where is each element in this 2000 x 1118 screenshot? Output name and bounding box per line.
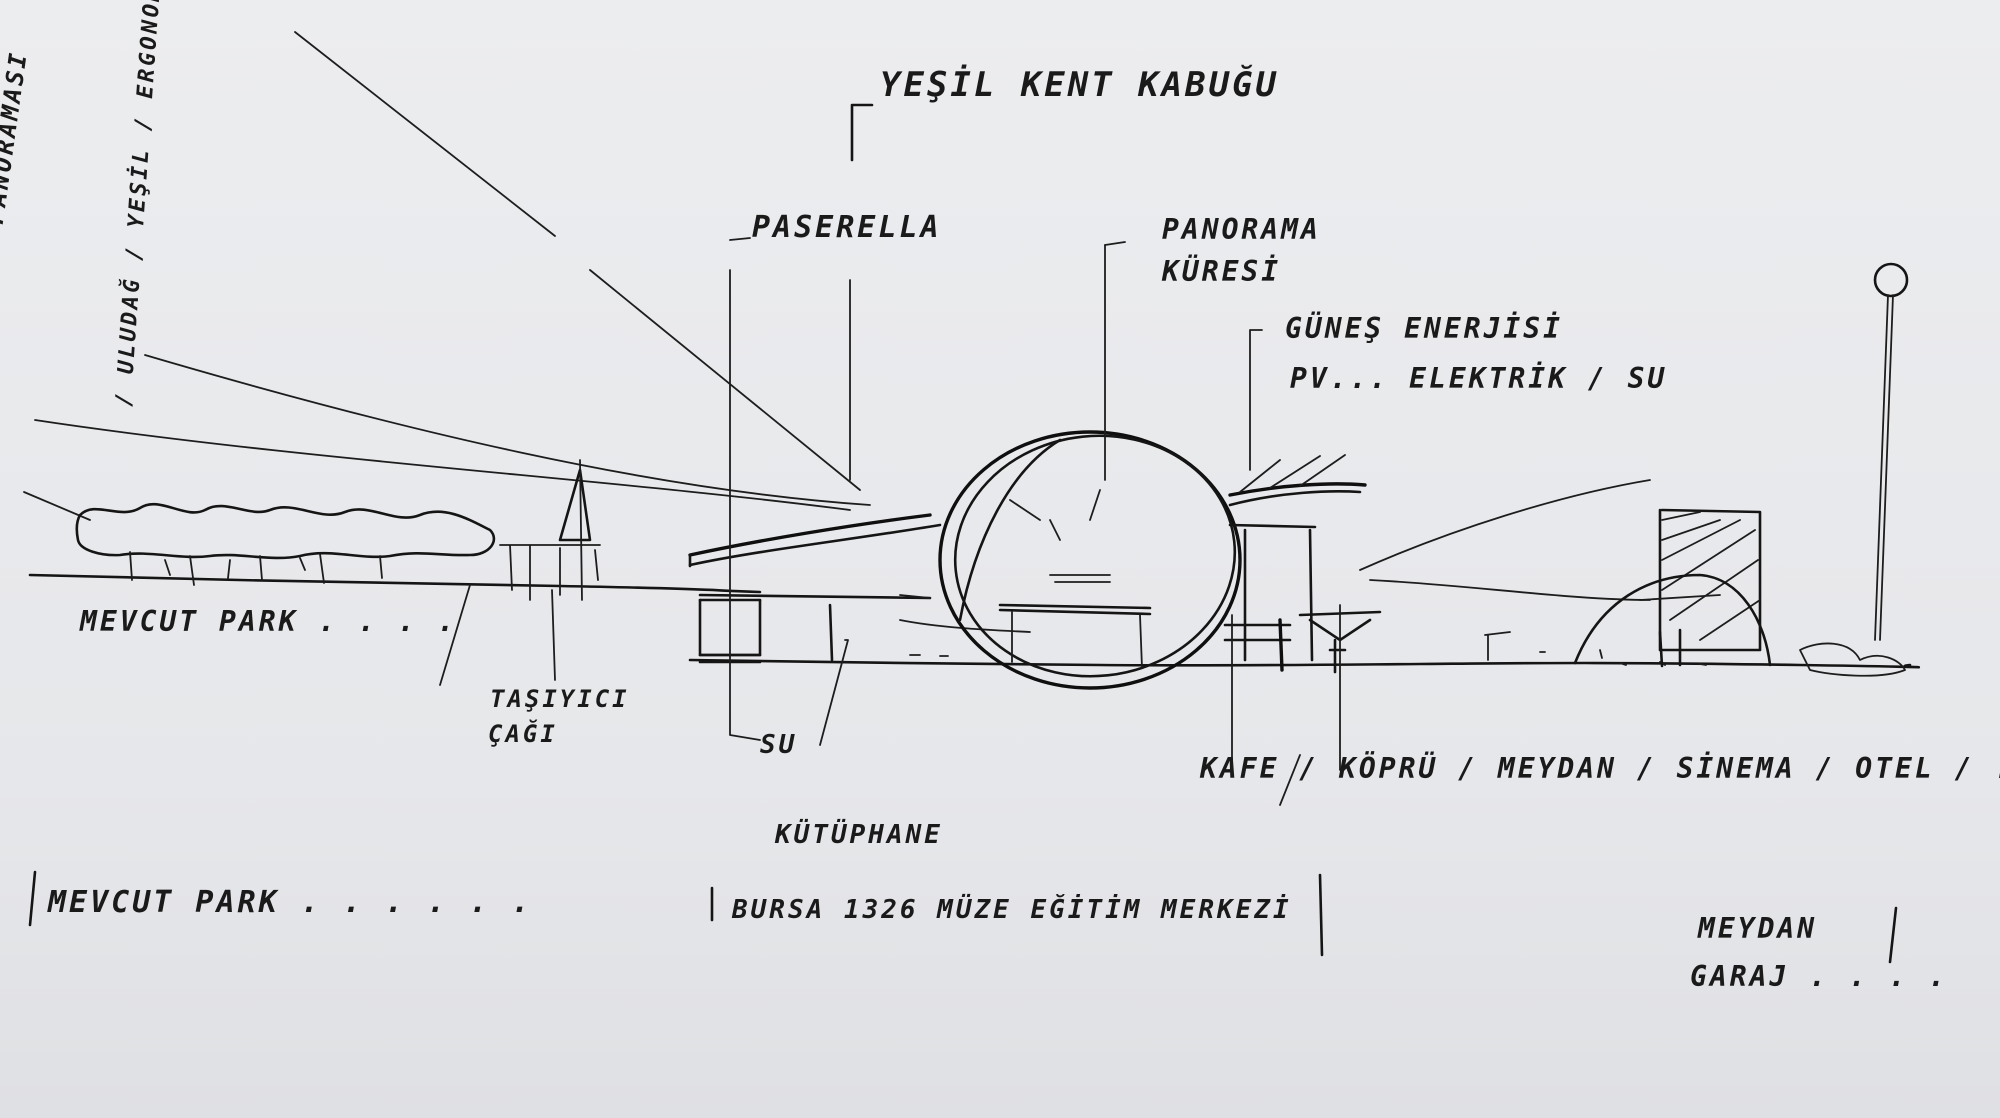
kutuphane-label: KÜTÜPHANE <box>775 820 943 850</box>
spire-structure <box>439 459 601 686</box>
panorama-sphere <box>899 241 1242 690</box>
mevcut-park-label: MEVCUT PARK . . . . <box>80 605 458 638</box>
sun-energy-label-line1: GÜNEŞ ENERJİSİ <box>1285 312 1564 345</box>
bottom-right-label-line1: MEYDAN <box>1698 912 1818 945</box>
passerella <box>688 237 1031 746</box>
sun-energy-label-line2: PV... ELEKTRİK / SU <box>1290 362 1668 395</box>
panorama-label-line1: PANORAMA <box>1162 213 1321 246</box>
bottom-right-label-line2: GARAJ . . . . <box>1690 960 1949 993</box>
kafe-row-label: KAFE / KÖPRÜ / MEYDAN / SİNEMA / OTEL / … <box>1200 752 2000 785</box>
lamp-pole <box>1799 262 1909 677</box>
passerella-label: PASERELLA <box>752 210 942 245</box>
tasiyici-label-line2: ÇAĞI <box>488 720 558 748</box>
tree-canopy <box>75 502 496 586</box>
title-marker <box>850 103 874 162</box>
tasiyici-label-line1: TAŞIYICI <box>490 685 630 713</box>
meydan-structures <box>1359 479 1772 668</box>
su-label: SU <box>760 730 798 760</box>
sight-lines <box>23 31 871 521</box>
title-label: YEŞİL KENT KABUĞU <box>880 65 1279 105</box>
bottom-center-label: BURSA 1326 MÜZE EĞİTİM MERKEZİ <box>732 895 1292 925</box>
solar-canopy <box>1223 329 1382 806</box>
panorama-label-line2: KÜRESİ <box>1162 255 1282 288</box>
bottom-separators <box>28 870 1898 964</box>
bottom-left-label: MEVCUT PARK . . . . . . <box>48 885 533 920</box>
